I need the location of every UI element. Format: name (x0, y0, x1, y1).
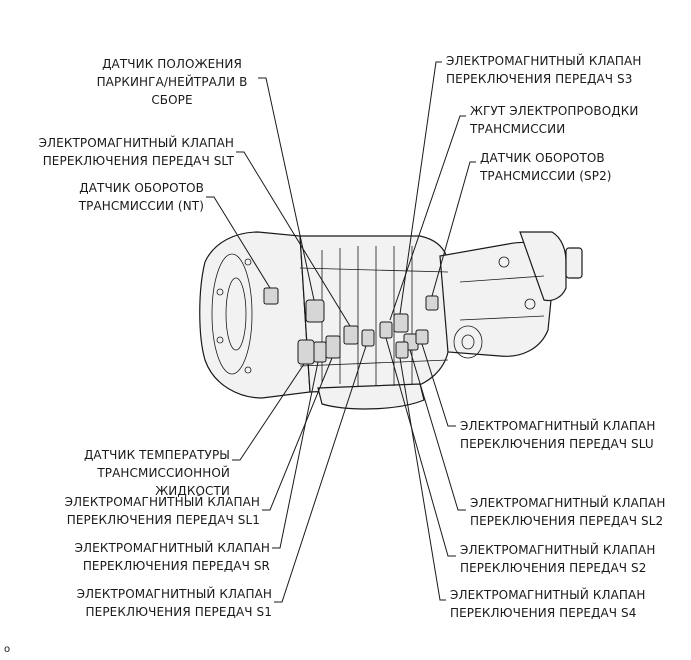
solenoid-s3-part (393, 313, 409, 333)
leader-lines (206, 61, 476, 603)
label-speed-sensor-sp2: ДАТЧИК ОБОРОТОВ ТРАНСМИССИИ (SP2) (480, 151, 612, 183)
solenoid-sr-part (313, 341, 327, 363)
label-solenoid-s3: ЭЛЕКТРОМАГНИТНЫЙ КЛАПАН ПЕРЕКЛЮЧЕНИЯ ПЕР… (446, 54, 642, 86)
label-solenoid-sl1: ЭЛЕКТРОМАГНИТНЫЙ КЛАПАН ПЕРЕКЛЮЧЕНИЯ ПЕР… (64, 495, 260, 527)
label-solenoid-slu: ЭЛЕКТРОМАГНИТНЫЙ КЛАПАН ПЕРЕКЛЮЧЕНИЯ ПЕР… (460, 419, 656, 451)
label-solenoid-sl2: ЭЛЕКТРОМАГНИТНЫЙ КЛАПАН ПЕРЕКЛЮЧЕНИЯ ПЕР… (470, 496, 666, 528)
solenoid-sl1-part (325, 335, 341, 359)
solenoid-slu-part (415, 329, 429, 345)
label-park-neutral-switch: ДАТЧИК ПОЛОЖЕНИЯ ПАРКИНГА/НЕЙТРАЛИ В СБО… (96, 57, 248, 107)
solenoid-s2-part (379, 321, 393, 339)
transmission-housing (199, 231, 583, 410)
park-neutral-switch-part (305, 299, 325, 323)
solenoid-s1-part (361, 329, 375, 347)
label-solenoid-slt: ЭЛЕКТРОМАГНИТНЫЙ КЛАПАН ПЕРЕКЛЮЧЕНИЯ ПЕР… (38, 136, 234, 168)
label-wire-harness: ЖГУТ ЭЛЕКТРОПРОВОДКИ ТРАНСМИССИИ (470, 104, 639, 136)
solenoid-slt-part (343, 325, 359, 345)
label-speed-sensor-nt: ДАТЧИК ОБОРОТОВ ТРАНСМИССИИ (NT) (78, 181, 204, 213)
figure-code: o (4, 644, 11, 655)
solenoid-s4-part (395, 341, 409, 359)
label-solenoid-s4: ЭЛЕКТРОМАГНИТНЫЙ КЛАПАН ПЕРЕКЛЮЧЕНИЯ ПЕР… (450, 588, 646, 620)
label-solenoid-s2: ЭЛЕКТРОМАГНИТНЫЙ КЛАПАН ПЕРЕКЛЮЧЕНИЯ ПЕР… (460, 543, 656, 575)
speed-sensor-sp2-part (425, 295, 439, 311)
label-fluid-temp-sensor: ДАТЧИК ТЕМПЕРАТУРЫ ТРАНСМИССИОННОЙ ЖИДКО… (83, 448, 230, 498)
label-solenoid-sr: ЭЛЕКТРОМАГНИТНЫЙ КЛАПАН ПЕРЕКЛЮЧЕНИЯ ПЕР… (74, 541, 270, 573)
speed-sensor-nt-part (263, 287, 279, 305)
label-solenoid-s1: ЭЛЕКТРОМАГНИТНЫЙ КЛАПАН ПЕРЕКЛЮЧЕНИЯ ПЕР… (76, 587, 272, 619)
fluid-temp-sensor-part (297, 339, 315, 365)
